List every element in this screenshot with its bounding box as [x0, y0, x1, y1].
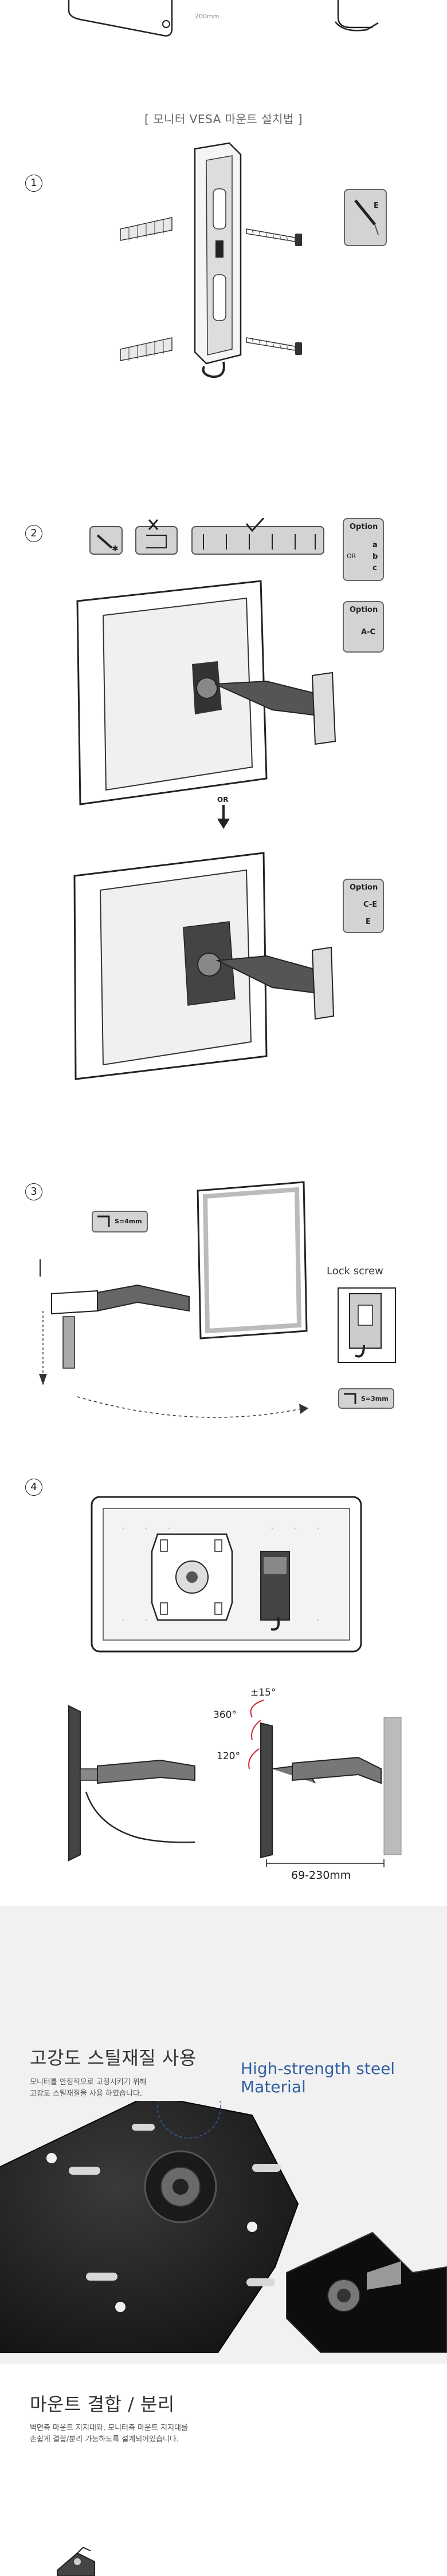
angle-swivel-label: 120° — [217, 1751, 240, 1762]
allen-key-icon — [97, 1215, 110, 1227]
allen-key-top-tag: S=4mm — [92, 1211, 148, 1232]
option1-b: b — [372, 552, 378, 561]
step4-monitor-back — [89, 1494, 364, 1654]
detach-illustration — [23, 2530, 138, 2576]
top-partial-illustration: 200mm — [0, 0, 447, 40]
distance-label: 69-230mm — [291, 1869, 351, 1882]
option1-title: Option — [350, 523, 378, 531]
option3-ce: C-E — [363, 900, 378, 909]
step1-tool-tag: E — [344, 189, 387, 246]
or-arrow: OR — [215, 796, 232, 830]
top-bracket-drawing — [68, 0, 379, 37]
angle-tilt-label: ±15° — [250, 1687, 276, 1698]
install-title: [ 모니터 VESA 마운트 설치법 ] — [144, 112, 303, 126]
step-number-4: 4 — [25, 1479, 42, 1496]
option2-ac: A-C — [361, 628, 375, 637]
screwdriver-icon — [354, 199, 379, 235]
steel-section-title: 고강도 스틸재질 사용 — [30, 2047, 197, 2069]
allen-bottom-label: S=3mm — [361, 1395, 389, 1402]
option1-a: a — [372, 541, 378, 550]
option1-or: OR — [347, 552, 356, 560]
steel-desc-line2: 고강도 스틸재질을 사용 하였습니다. — [30, 2089, 142, 2098]
step2-monitor-drawing-1 — [72, 578, 341, 807]
allen-key-bottom-tag: S=3mm — [338, 1388, 394, 1409]
tag-e-label: E — [374, 202, 379, 210]
step3-arm-drawing — [23, 1225, 309, 1425]
step-number-1: 1 — [25, 175, 42, 192]
option3-title: Option — [350, 883, 378, 892]
step2-monitor-drawing-2 — [69, 847, 338, 1082]
allen-top-label: S=4mm — [115, 1218, 142, 1225]
svg-text:✱: ✱ — [112, 544, 119, 554]
option3-e: E — [366, 918, 371, 926]
step1-wall-plate-drawing — [109, 137, 327, 378]
detach-desc-line2: 손쉽게 결합/분리 가능하도록 설계되어있습니다. — [30, 2435, 179, 2444]
or-label: OR — [217, 796, 229, 804]
angle-rotate-label: 360° — [213, 1709, 237, 1721]
steel-callout-line2: Material — [241, 2077, 306, 2096]
option-tag-3: Option C-E E — [343, 879, 384, 933]
option2-title: Option — [350, 606, 378, 614]
allen-key-small-icon — [344, 1393, 356, 1404]
steel-section: 고강도 스틸재질 사용 모니터를 안정적으로 고정시키기 위해 고강도 스틸재질… — [0, 1906, 447, 2364]
option1-c: c — [372, 564, 377, 572]
size-label: 200mm — [195, 13, 219, 20]
step3-monitor-panel — [189, 1179, 309, 1340]
option-tag-2: Option A-C — [343, 601, 384, 653]
step-number-2: 2 — [25, 525, 42, 542]
step4-side-view — [46, 1683, 413, 1878]
step-number-3: 3 — [25, 1183, 42, 1200]
steel-callout-line1: High-strength steel — [241, 2059, 395, 2078]
detach-section-title: 마운트 결합 / 분리 — [30, 2393, 175, 2415]
detach-desc-line1: 벽면측 마운트 지지대와, 모니터측 마운트 지지대를 — [30, 2424, 188, 2432]
arrow-down-icon — [217, 805, 230, 829]
lock-screw-label: Lock screw — [327, 1265, 383, 1277]
steel-desc-line1: 모니터를 안정적으로 고정시키기 위해 — [30, 2078, 147, 2087]
lock-screw-detail — [332, 1282, 401, 1368]
step2-tool-icons: ✱ — [89, 518, 330, 558]
option-tag-1: Option OR a b c — [343, 518, 384, 581]
steel-plate-illustration — [0, 2101, 447, 2353]
